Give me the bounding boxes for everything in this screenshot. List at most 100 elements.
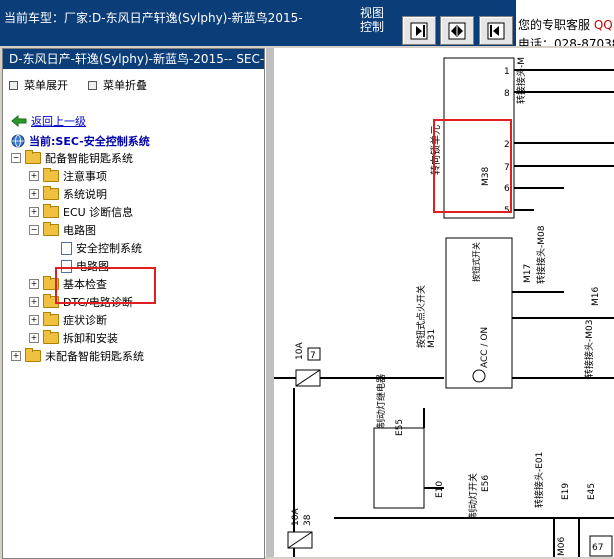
tree-item[interactable]: + 症状诊断: [29, 311, 107, 329]
switch-wires: [512, 291, 614, 379]
fuse-38-label: 38: [303, 514, 313, 526]
current-model-title: 当前车型：厂家:D-东风日产轩逸(Sylphy)-新蓝鸟2015-: [4, 11, 303, 25]
folder-icon: [43, 186, 59, 200]
push-switch-label: 按钮式点火开关: [415, 285, 427, 348]
folder-icon: [43, 330, 59, 344]
back-label: 返回上一级: [31, 115, 86, 128]
folder-icon: [43, 168, 59, 182]
e55-label: E55: [395, 419, 405, 436]
fuse-7-label: 7: [310, 351, 316, 361]
globe-icon: [11, 134, 25, 148]
conn-m03-label: 转接接头-M03: [583, 320, 595, 378]
collapse-icon: [88, 80, 97, 90]
collapse-node-icon[interactable]: −: [11, 153, 21, 163]
tree-item[interactable]: + 系统说明: [29, 185, 107, 203]
fuse-10a-lower-label: 10A: [291, 508, 301, 526]
tree-item-label: 症状诊断: [63, 314, 107, 327]
expand-node-icon[interactable]: +: [29, 279, 39, 289]
menu-panel: D-东风日产-轩逸(Sylphy)-新蓝鸟-2015-- SEC-安 菜单展开 …: [2, 48, 265, 559]
view-control-label: 视图控制: [360, 6, 385, 34]
expand-node-icon[interactable]: +: [29, 207, 39, 217]
qq-link[interactable]: QQ: [593, 18, 613, 32]
conn-m66-label: 转接接头-M: [515, 57, 527, 104]
expand-arrows-icon: [448, 22, 466, 39]
tree-item-label: 未配备智能钥匙系统: [45, 350, 144, 363]
svg-text:2: 2: [504, 140, 510, 150]
customer-service-panel: 您的专职客服 QQ 电话：028-87038200: [516, 0, 614, 46]
expand-label: 菜单展开: [24, 79, 68, 92]
collapse-label: 菜单折叠: [103, 79, 147, 92]
e56-label: E56: [481, 475, 491, 492]
e45-label: E45: [587, 483, 597, 500]
tree-item-label: 安全控制系统: [76, 242, 142, 255]
m17-label: M17: [523, 264, 533, 283]
svg-text:7: 7: [504, 163, 510, 173]
current-section: 当前:SEC-安全控制系统: [11, 133, 150, 149]
svg-text:6: 6: [504, 184, 510, 194]
tree-item-label: 配备智能钥匙系统: [45, 152, 133, 165]
tree-item-label: 注意事项: [63, 170, 107, 183]
steering-lock-box: [443, 57, 515, 219]
conn-m08-label: 转接接头-M08: [535, 225, 547, 284]
acc-on-label: ACC / ON: [480, 327, 490, 368]
expand-node-icon[interactable]: +: [29, 315, 39, 325]
tree-item[interactable]: 电路图: [47, 257, 109, 275]
tree-item[interactable]: + 未配备智能钥匙系统: [11, 347, 144, 365]
arrow-right-bar-icon: [410, 22, 428, 39]
fit-width-button[interactable]: [440, 16, 474, 45]
current-label: 当前:SEC-安全控制系统: [29, 135, 150, 148]
m06-label: M06: [557, 537, 567, 556]
m31-label: M31: [427, 329, 437, 348]
back-view-button[interactable]: [479, 16, 513, 45]
expand-node-icon[interactable]: +: [29, 333, 39, 343]
expand-icon: [9, 80, 18, 90]
tree-item-label: 电路图: [63, 224, 96, 237]
expand-node-icon[interactable]: +: [29, 189, 39, 199]
tree-item[interactable]: + 基本检查: [29, 275, 107, 293]
menu-panel-header: D-东风日产-轩逸(Sylphy)-新蓝鸟-2015-- SEC-安: [3, 49, 264, 69]
e19-label: E19: [561, 483, 571, 500]
steering-lock-highlight: [433, 119, 512, 213]
back-link[interactable]: 返回上一级: [11, 113, 86, 129]
document-icon: [61, 259, 72, 273]
tree-item[interactable]: − 电路图: [29, 221, 96, 239]
tree-item-label: 电路图: [76, 260, 109, 273]
tree-item[interactable]: − 配备智能钥匙系统: [11, 149, 133, 167]
tree-item[interactable]: + ECU 诊断信息: [29, 203, 133, 221]
conn-e01-label: 转接接头-E01: [533, 452, 545, 508]
arrow-left-bar-icon: [487, 22, 505, 39]
folder-icon: [25, 348, 41, 362]
relay-box: [373, 427, 425, 509]
lower-wires: [293, 388, 614, 557]
expand-node-icon[interactable]: +: [29, 171, 39, 181]
expand-node-icon[interactable]: +: [11, 351, 21, 361]
expand-menu-button[interactable]: 菜单展开: [9, 77, 68, 93]
top-bar: 当前车型：厂家:D-东风日产轩逸(Sylphy)-新蓝鸟2015- 视图控制 您…: [0, 0, 614, 46]
expand-node-icon[interactable]: +: [29, 297, 39, 307]
svg-text:8: 8: [504, 89, 510, 99]
m38-label: M38: [481, 167, 491, 186]
folder-icon: [25, 150, 41, 164]
collapse-menu-button[interactable]: 菜单折叠: [88, 77, 147, 93]
e10-label: E10: [435, 481, 445, 498]
collapse-node-icon[interactable]: −: [29, 225, 39, 235]
n67-label: 67: [592, 543, 603, 553]
fuse-10a-label: 10A: [295, 342, 305, 360]
relay-label: 制动灯继电器: [375, 374, 387, 428]
red-highlight-box: [55, 267, 156, 304]
tree-item[interactable]: 安全控制系统: [47, 239, 142, 257]
acc-indicator: [472, 369, 486, 383]
fit-page-button[interactable]: [402, 16, 436, 45]
tree-item-label: 基本检查: [63, 278, 107, 291]
green-back-arrow-icon: [11, 115, 27, 127]
push-sw-short-label: 按钮式开关: [471, 242, 481, 282]
tree-item[interactable]: + 注意事项: [29, 167, 107, 185]
folder-icon: [43, 312, 59, 326]
tree-item-label: ECU 诊断信息: [63, 206, 134, 219]
brake-switch-label: 制动灯开关: [467, 473, 479, 518]
tree-item[interactable]: +拆卸和安装: [29, 329, 118, 347]
push-switch-box: [445, 237, 513, 389]
tree-item-label: 系统说明: [63, 188, 107, 201]
